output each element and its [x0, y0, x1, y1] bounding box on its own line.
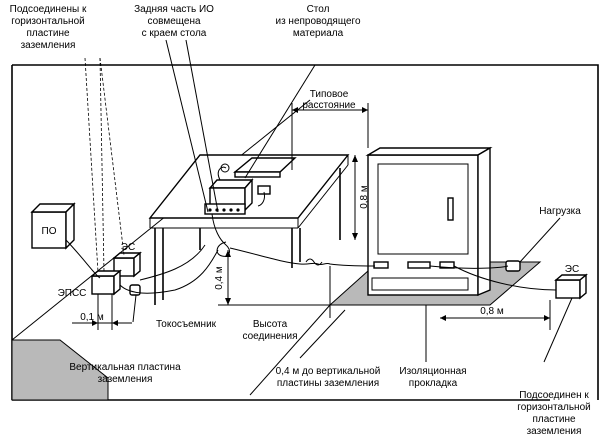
labels: Подсоединены к горизонтальной пластине з… [10, 4, 591, 437]
label-08-vertical: 0,8 м [359, 185, 370, 209]
room-outline [11, 64, 599, 401]
current-probe-shape [129, 284, 141, 296]
label-insulating-2: прокладка [409, 378, 458, 389]
label-top-left-3: пластине [26, 28, 70, 39]
label-po: ПО [42, 226, 57, 237]
dim-typical-distance [291, 103, 369, 170]
dim-01 [72, 294, 132, 330]
load-shape [505, 260, 521, 272]
label-08-horizontal: 0,8 м [480, 306, 504, 317]
label-top-left-4: заземления [21, 40, 76, 51]
label-04: 0,4 м [214, 266, 225, 290]
dim-08-vertical [352, 155, 358, 240]
label-table-2: из непроводящего [275, 16, 360, 27]
eut-on-table [204, 178, 271, 215]
leader-lines [84, 39, 573, 363]
dim-04 [218, 250, 330, 306]
label-bottom-right-1: Подсоединен к [519, 390, 589, 401]
label-insulating-1: Изоляционная [399, 366, 466, 377]
label-top-left-2: горизонтальной [11, 16, 84, 27]
floor-cabinet [365, 146, 493, 297]
es-right-box [554, 273, 588, 300]
label-vertical-plate-1: Вертикальная пластина [69, 362, 181, 373]
label-rear-2: совмещена [147, 16, 201, 27]
label-vertical-plate-2: заземления [98, 374, 153, 385]
floor-lines [11, 99, 331, 396]
label-rear-1: Задняя часть ИО [134, 4, 214, 15]
label-height-1: Высота [253, 319, 288, 330]
epss-box [90, 269, 122, 296]
label-top-left-1: Подсоединены к [10, 4, 87, 15]
label-current-probe: Токосъемник [156, 319, 217, 330]
label-epss: ЭПСС [58, 288, 87, 299]
label-dist-2: пластины заземления [277, 378, 379, 389]
label-bottom-right-4: заземления [527, 426, 582, 437]
vertical-ground-plate [11, 339, 109, 401]
label-es-left: ЭС [121, 242, 135, 253]
label-01: 0,1 м [80, 312, 104, 323]
label-table-3: материала [293, 28, 344, 39]
po-box [30, 202, 76, 250]
label-typical-2: расстояние [302, 100, 356, 111]
label-typical-1: Типовое [310, 89, 349, 100]
label-es-right: ЭС [565, 264, 579, 275]
label-rear-3: с краем стола [142, 28, 207, 39]
label-height-2: соединения [242, 331, 297, 342]
label-table-1: Стол [307, 4, 330, 15]
table-device-front [234, 171, 281, 178]
label-load: Нагрузка [539, 206, 581, 217]
label-dist-1: 0,4 м до вертикальной [276, 366, 381, 377]
dim-08-horizontal [440, 300, 551, 330]
label-bottom-right-2: горизонтальной [517, 402, 590, 413]
label-bottom-right-3: пластине [532, 414, 576, 425]
